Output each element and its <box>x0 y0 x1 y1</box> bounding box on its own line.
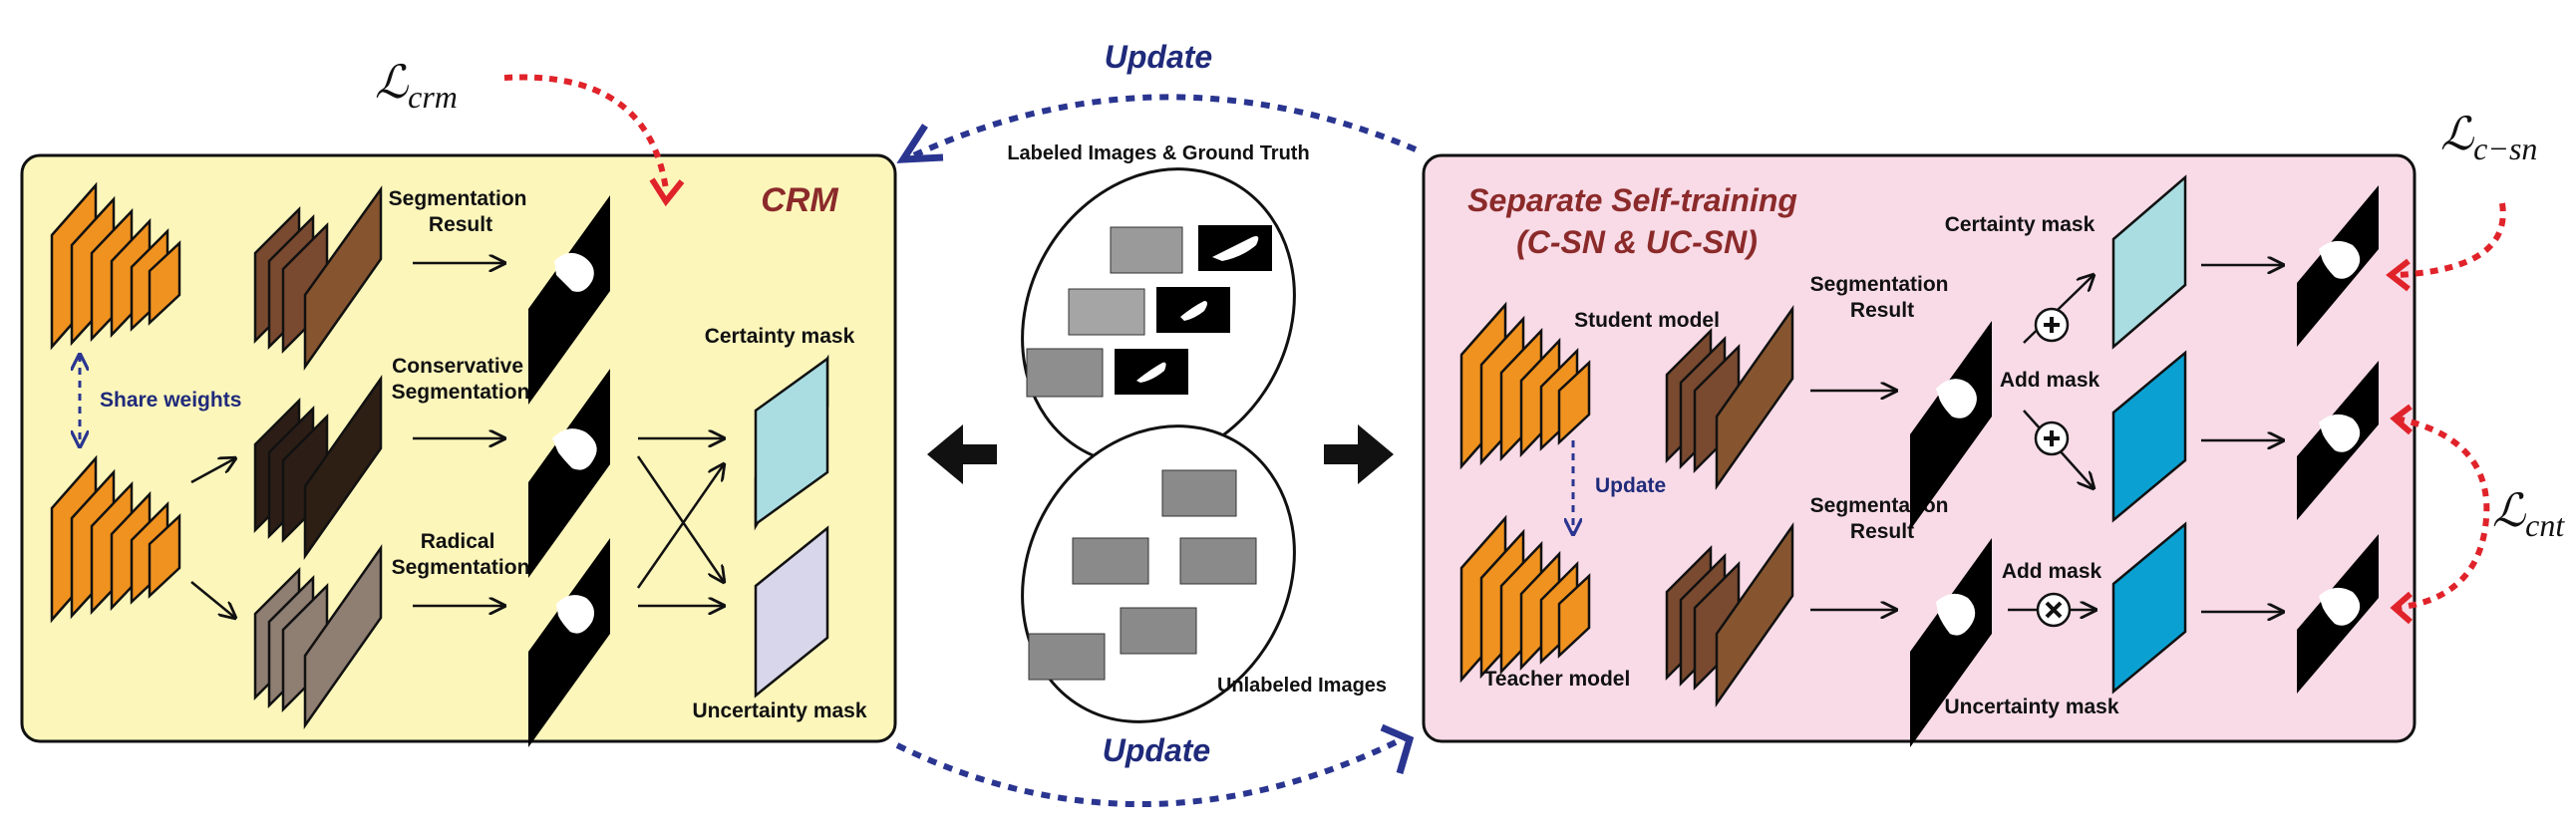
update-label-bottom: Update <box>1103 732 1210 768</box>
share-weights-label: Share weights <box>100 389 241 412</box>
svg-text:ℒc−sn: ℒc−sn <box>2440 107 2537 166</box>
sst-seg-result-top-line2: Result <box>1850 299 1914 322</box>
loss-cnt: ℒcnt <box>2390 404 2565 625</box>
loss-csn-subscript: c−sn <box>2473 131 2537 166</box>
sst-title-line2: (C-SN & UC-SN) <box>1516 224 1758 260</box>
update-arc-bottom <box>895 723 1415 807</box>
crm-uncertainty-mask <box>754 525 829 699</box>
teacher-encoder <box>1459 514 1591 684</box>
update-arc-top <box>896 94 1418 163</box>
loss-cnt-symbol: ℒ <box>2492 483 2526 537</box>
unlabeled-title: Unlabeled Images <box>1217 675 1387 697</box>
sst-add-mask-top-label: Add mask <box>2000 369 2100 392</box>
unlabeled-images <box>1028 469 1257 681</box>
feature-stack-conservative <box>253 375 383 560</box>
crm-radical-label: Radical Segmentation <box>392 530 530 579</box>
sst-feature-stack-teacher <box>1665 522 1794 707</box>
sst-uncertainty-label: Uncertainty mask <box>1944 696 2118 718</box>
svg-text:ℒcrm: ℒcrm <box>375 55 458 115</box>
sst-output-mask-3 <box>2297 534 2379 694</box>
crm-mask-result <box>528 195 610 405</box>
sst-certainty-label: Certainty mask <box>1945 213 2095 236</box>
sst-seg-result-top-line1: Segmentation <box>1810 273 1949 296</box>
unlabeled-ellipse <box>1021 424 1296 723</box>
encoder-stack-bottom <box>50 454 181 624</box>
sst-add-mask-bottom-label: Add mask <box>2002 560 2102 583</box>
crm-radical-line2: Segmentation <box>392 556 530 579</box>
student-model-label: Student model <box>1574 309 1720 332</box>
crm-uncertainty-label: Uncertainty mask <box>692 699 866 722</box>
plus-operator-bottom <box>2023 410 2093 488</box>
arrow-to-radical <box>190 581 235 618</box>
sst-update-label: Update <box>1595 474 1666 497</box>
labeled-images <box>1026 225 1272 398</box>
encoder-stack-top <box>50 181 181 351</box>
crm-conservative-line2: Segmentation <box>392 381 530 404</box>
loss-csn-symbol: ℒ <box>2440 107 2474 160</box>
loss-cnt-subscript: cnt <box>2525 507 2565 543</box>
student-encoder <box>1459 301 1591 470</box>
crm-certainty-mask-face <box>754 356 829 527</box>
arrow-right-big <box>1324 424 1394 484</box>
feature-stack-result <box>253 185 383 371</box>
sst-certainty-mask <box>2111 174 2187 350</box>
crm-panel <box>20 153 897 743</box>
crm-seg-result-line1: Segmentation <box>389 187 527 210</box>
crm-mask-radical <box>528 538 610 747</box>
crm-cross-arrows <box>636 438 724 606</box>
sst-feature-stack-student <box>1665 305 1794 490</box>
sst-output-mask-2 <box>2297 361 2379 520</box>
arrow-left-big <box>927 424 997 484</box>
sst-teacher-mask <box>1910 538 1992 747</box>
sst-uncertainty-mask-top <box>2111 350 2187 523</box>
sst-title-line1: Separate Self-training <box>1467 182 1797 218</box>
labeled-title: Labeled Images & Ground Truth <box>1007 142 1309 164</box>
sst-student-mask <box>1910 321 1992 530</box>
loss-csn: ℒc−sn <box>2386 107 2537 292</box>
crm-conservative-label: Conservative Segmentation <box>392 355 530 404</box>
feature-stack-radical <box>253 544 383 729</box>
crm-radical-line1: Radical <box>421 530 495 553</box>
teacher-model-label: Teacher model <box>1484 668 1631 691</box>
crm-conservative-line1: Conservative <box>392 355 523 378</box>
loss-crm: ℒcrm <box>375 55 685 207</box>
crm-title: CRM <box>761 181 838 219</box>
sst-seg-result-bottom-line2: Result <box>1850 520 1914 543</box>
crm-seg-result-line2: Result <box>429 213 492 236</box>
crm-certainty-label: Certainty mask <box>705 325 855 348</box>
sst-title: Separate Self-training (C-SN & UC-SN) <box>1467 182 1806 260</box>
update-label-top: Update <box>1105 39 1212 75</box>
sst-seg-result-top-label: Segmentation Result <box>1810 273 1955 322</box>
arrow-to-conservative <box>190 458 235 484</box>
multiply-operator <box>2008 592 2095 628</box>
loss-crm-subscript: crm <box>408 79 458 115</box>
crm-seg-result-label: Segmentation Result <box>389 187 533 236</box>
sst-output-mask-1 <box>2297 185 2379 347</box>
crm-mask-conservative <box>528 369 610 578</box>
plus-operator-top <box>2023 275 2093 344</box>
sst-uncertainty-mask-bottom <box>2111 521 2187 695</box>
svg-text:ℒcnt: ℒcnt <box>2492 483 2565 543</box>
loss-crm-symbol: ℒ <box>375 55 409 109</box>
